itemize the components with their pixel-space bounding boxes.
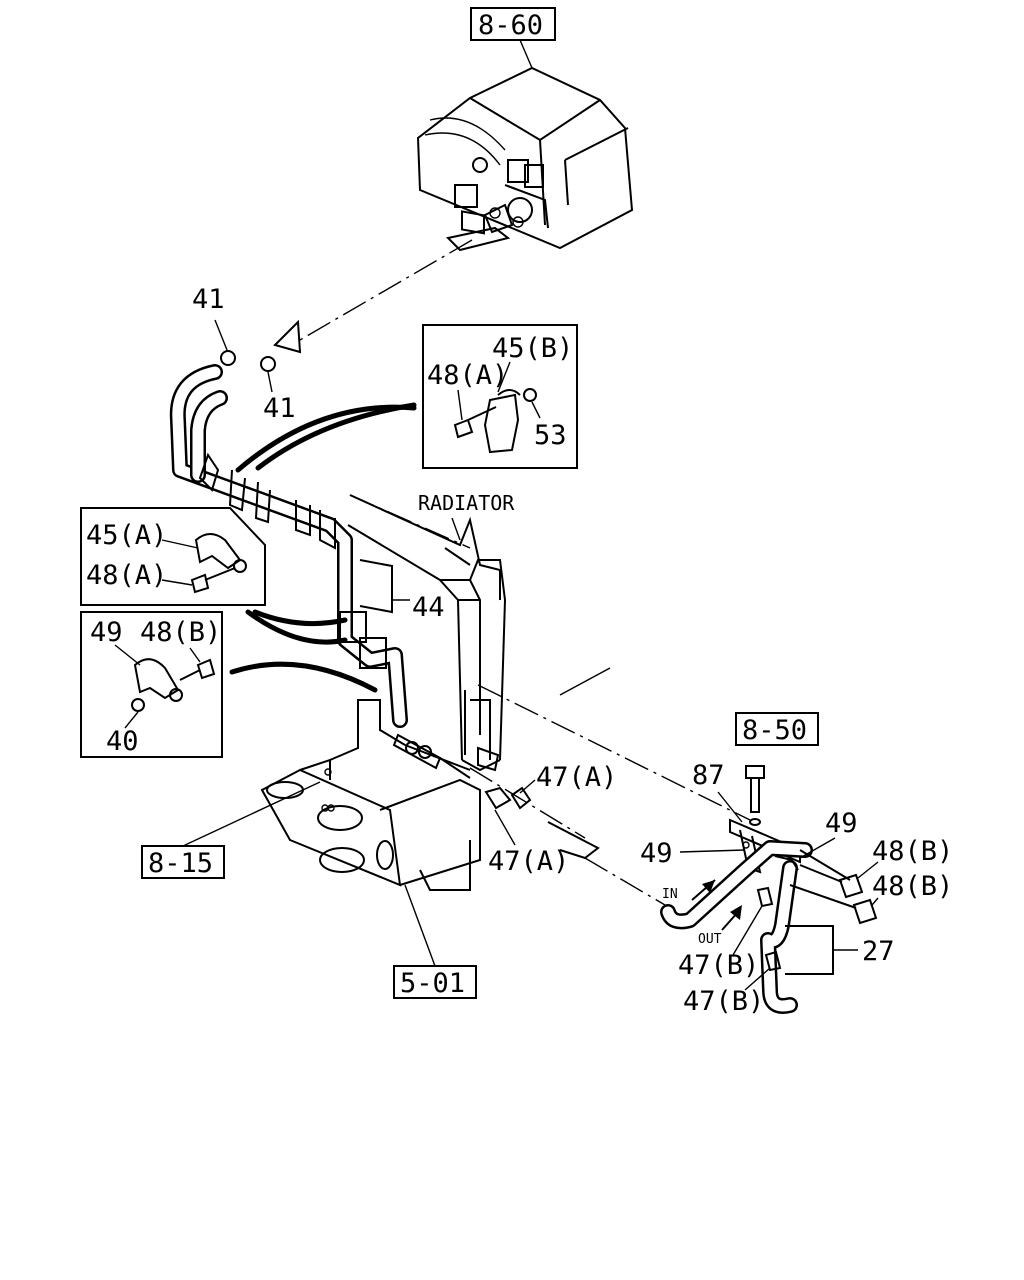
bolt-48b-lower xyxy=(789,884,878,925)
callout-47a-right: 47(A) xyxy=(536,762,617,793)
reference-8-60-label: 8-60 xyxy=(478,10,543,41)
radiator: RADIATOR xyxy=(347,491,515,772)
heater-unit xyxy=(416,66,634,252)
reference-8-50-label: 8-50 xyxy=(742,715,807,746)
reference-5-01-label: 5-01 xyxy=(400,968,465,999)
detail-clip-49: 49 48(B) 40 xyxy=(80,611,223,758)
callout-27: 27 xyxy=(862,936,895,967)
callout-53: 53 xyxy=(534,420,567,451)
bolt-87 xyxy=(745,765,765,826)
callout-48b-upper: 48(B) xyxy=(872,836,953,867)
callout-41-top: 41 xyxy=(192,284,225,315)
callout-49-right: 49 xyxy=(825,808,858,839)
callout-49-left: 49 xyxy=(640,838,673,869)
callout-45a: 45(A) xyxy=(86,520,167,551)
callout-45b: 45(B) xyxy=(492,333,573,364)
callout-48b-detail: 48(B) xyxy=(140,617,221,648)
callout-44: 44 xyxy=(412,592,445,623)
callout-47a-below: 47(A) xyxy=(488,846,569,877)
lower-hoses xyxy=(660,840,851,1014)
reference-8-60[interactable]: 8-60 xyxy=(470,7,556,41)
reference-5-01[interactable]: 5-01 xyxy=(393,965,477,999)
callout-49-detail: 49 xyxy=(90,617,123,648)
detail-clip-45b: 45(B) 48(A) 53 xyxy=(422,324,578,469)
callout-48a-detail-2: 48(A) xyxy=(86,560,167,591)
callout-40: 40 xyxy=(106,726,139,757)
detail-clip-45a: 45(A) 48(A) xyxy=(80,507,266,606)
hose-connector xyxy=(392,733,471,779)
callout-47b-lower: 47(B) xyxy=(683,986,764,1017)
callout-48b-lower: 48(B) xyxy=(872,871,953,902)
callout-87: 87 xyxy=(692,760,725,791)
reference-8-50[interactable]: 8-50 xyxy=(735,712,819,746)
callout-41-bottom: 41 xyxy=(263,393,296,424)
out-arrow-label: OUT xyxy=(698,932,722,947)
reference-8-15-label: 8-15 xyxy=(148,848,213,879)
callout-48a-detail-1: 48(A) xyxy=(427,360,508,391)
radiator-label: RADIATOR xyxy=(418,491,515,515)
crossmember xyxy=(260,699,481,891)
in-arrow-label: IN xyxy=(662,887,678,902)
reference-8-15[interactable]: 8-15 xyxy=(141,845,225,879)
callout-47b-upper: 47(B) xyxy=(678,950,759,981)
bolt-48b-upper xyxy=(799,864,864,899)
